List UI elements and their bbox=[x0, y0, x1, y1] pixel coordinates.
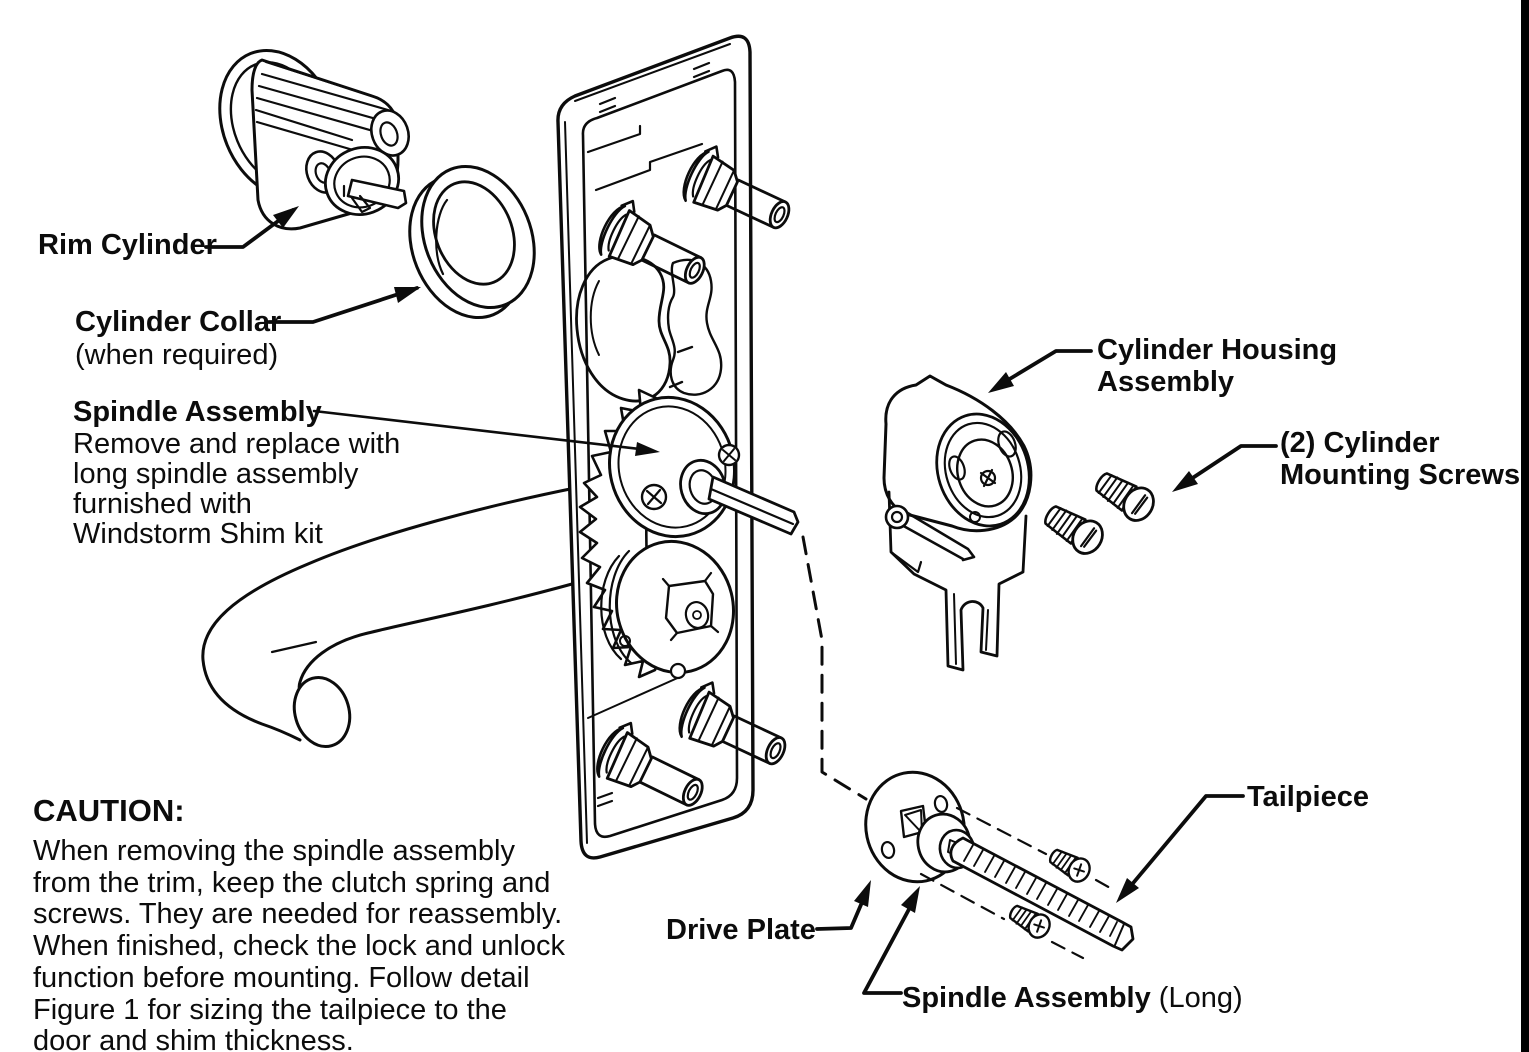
label-line: Cylinder Housing bbox=[1097, 334, 1338, 366]
caution-line: door and shim thickness. bbox=[33, 1025, 354, 1052]
caution-title: CAUTION: bbox=[33, 793, 185, 828]
label-cylinder-collar-note: (when required) bbox=[75, 339, 279, 371]
label-mounting-screws: (2) Cylinder Mounting Screws bbox=[1280, 427, 1520, 491]
label-drive-plate: Drive Plate bbox=[666, 914, 816, 946]
caution-line: When finished, check the lock and unlock bbox=[33, 930, 565, 963]
caution-text: When removing the spindle assembly from … bbox=[33, 835, 565, 1052]
label-line: Mounting Screws bbox=[1280, 459, 1521, 491]
label-spindle-long-bold: Spindle Assembly bbox=[902, 982, 1151, 1014]
projection-dashed-line bbox=[801, 535, 868, 801]
caution-line: Figure 1 for sizing the tailpiece to the bbox=[33, 993, 507, 1026]
tailpiece-alignment-dashes bbox=[919, 806, 1114, 960]
spindle-desc-line: furnished with bbox=[73, 488, 252, 520]
page-right-border bbox=[1521, 0, 1529, 1052]
spindle-desc-line: Windstorm Shim kit bbox=[73, 518, 323, 550]
label-line: (2) Cylinder bbox=[1280, 427, 1440, 459]
cylinder-collar-drawing bbox=[408, 164, 536, 320]
caution-line: screws. They are needed for reassembly. bbox=[33, 898, 563, 931]
clutch-disc-drawing bbox=[600, 539, 735, 680]
caution-line: from the trim, keep the clutch spring an… bbox=[33, 866, 551, 899]
leader-arrowheads bbox=[273, 206, 1198, 913]
label-cylinder-collar: Cylinder Collar bbox=[75, 306, 282, 338]
spindle-desc-line: Remove and replace with bbox=[73, 428, 401, 460]
label-spindle-assembly-desc: Remove and replace with long spindle ass… bbox=[73, 429, 400, 549]
label-line: Assembly bbox=[1097, 366, 1235, 398]
cylinder-mounting-screws-drawing bbox=[1037, 464, 1161, 561]
label-spindle-assembly-title: Spindle Assembly bbox=[73, 396, 322, 428]
drive-plate-drawing bbox=[864, 770, 976, 884]
label-tailpiece: Tailpiece bbox=[1247, 781, 1369, 813]
label-spindle-long-normal: (Long) bbox=[1150, 982, 1243, 1014]
spindle-desc-line: long spindle assembly bbox=[73, 458, 359, 490]
leader-lines bbox=[204, 208, 1278, 995]
label-cylinder-housing: Cylinder Housing Assembly bbox=[1097, 334, 1337, 398]
label-spindle-long: Spindle Assembly (Long) bbox=[902, 982, 1243, 1014]
caution-line: function before mounting. Follow detail bbox=[33, 961, 530, 994]
rim-cylinder-drawing bbox=[218, 48, 410, 231]
label-rim-cylinder: Rim Cylinder bbox=[38, 229, 217, 261]
caution-line: When removing the spindle assembly bbox=[33, 835, 515, 867]
tailpiece-drawing bbox=[949, 836, 1135, 952]
lever-handle-drawing bbox=[201, 485, 582, 748]
cylinder-housing-drawing bbox=[882, 374, 1033, 672]
